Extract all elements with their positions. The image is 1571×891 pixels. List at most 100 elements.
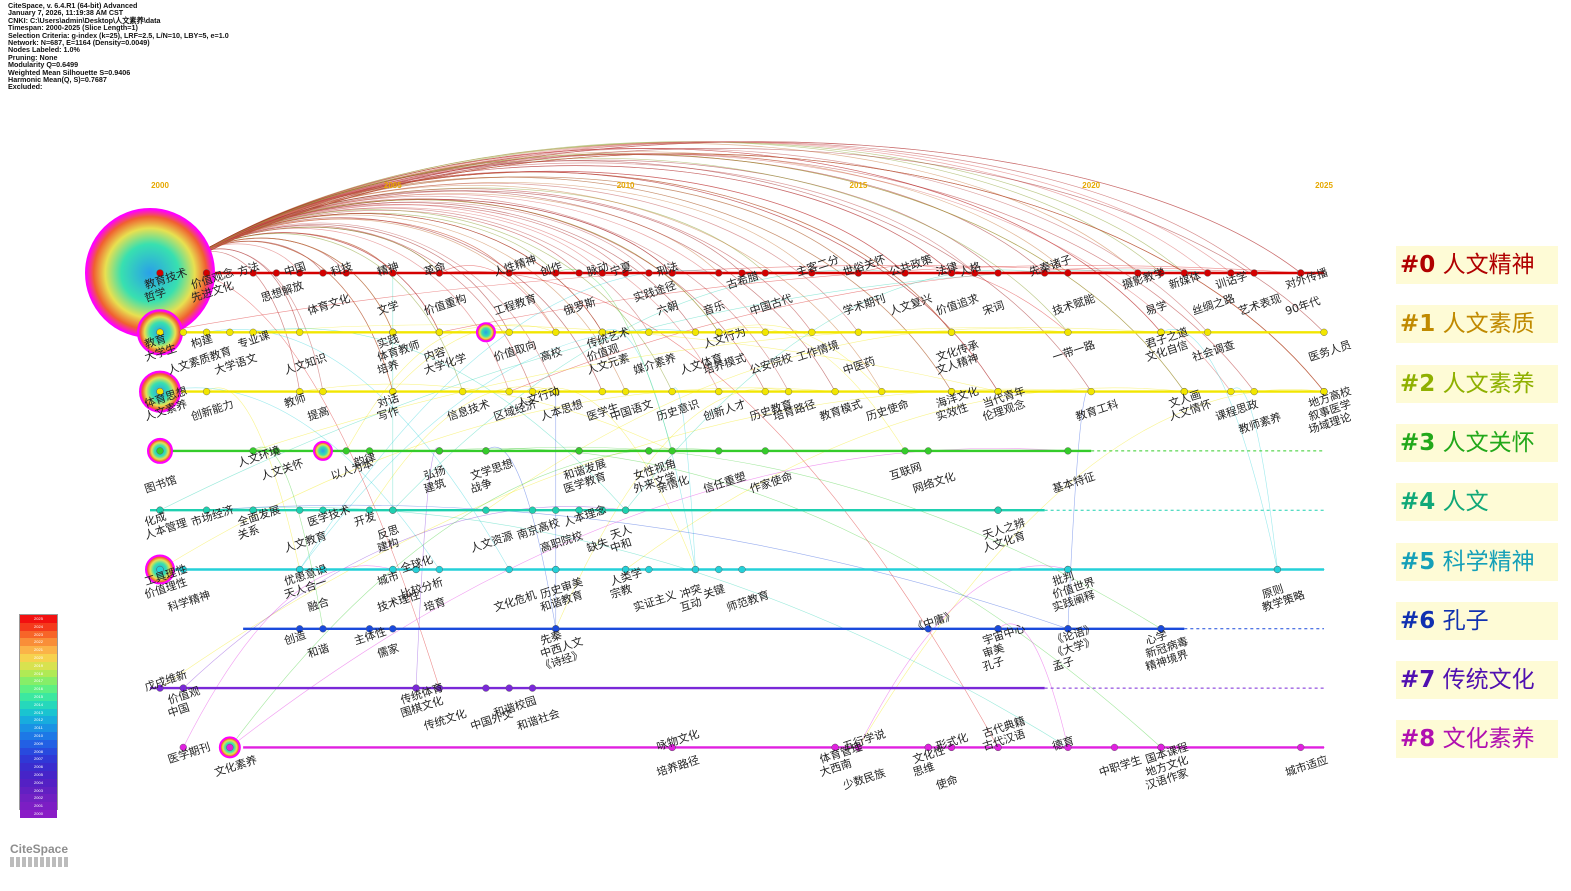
keyword-node[interactable] [202,328,211,336]
keyword-node[interactable] [1064,743,1072,752]
keyword-node[interactable] [482,684,490,692]
keyword-node[interactable] [668,447,676,455]
keyword-node[interactable] [947,328,956,336]
keyword-node[interactable] [645,565,653,574]
keyword-node[interactable] [1227,269,1235,277]
keyword-node[interactable] [505,328,513,336]
keyword-node[interactable] [1087,388,1095,396]
keyword-node[interactable] [435,447,443,455]
keyword-node[interactable] [1064,625,1072,633]
keyword-node[interactable] [947,743,956,752]
keyword-node[interactable] [552,565,560,574]
keyword-node[interactable] [296,328,304,336]
keyword-node[interactable] [365,447,374,455]
keyword-node[interactable] [528,684,537,692]
keyword-node[interactable] [808,328,816,336]
keyword-node[interactable] [319,269,327,277]
keyword-node[interactable] [947,269,956,277]
keyword-node[interactable] [505,565,513,574]
keyword-node[interactable] [645,447,653,455]
keyword-node[interactable] [389,388,397,396]
keyword-node[interactable] [505,388,513,396]
keyword-node[interactable] [994,388,1002,396]
keyword-node[interactable] [435,684,443,692]
keyword-node[interactable] [715,269,723,277]
keyword-node[interactable] [505,269,513,277]
keyword-node[interactable] [342,269,350,277]
keyword-node[interactable] [924,447,932,455]
keyword-node[interactable] [249,328,257,336]
keyword-node[interactable] [1250,269,1258,277]
keyword-node[interactable] [482,447,490,455]
keyword-node[interactable] [575,269,583,277]
keyword-node[interactable] [645,269,653,277]
keyword-node[interactable] [1064,447,1072,455]
keyword-node[interactable] [994,506,1002,514]
keyword-node[interactable] [202,388,211,396]
keyword-node[interactable] [1297,743,1305,752]
keyword-node[interactable] [1064,269,1072,277]
keyword-node[interactable] [528,506,537,514]
keyword-node[interactable] [715,447,723,455]
keyword-node[interactable] [1297,269,1305,277]
keyword-node[interactable] [1157,743,1165,752]
keyword-node[interactable] [668,743,676,752]
keyword-node[interactable] [319,625,327,633]
keyword-node[interactable] [482,506,490,514]
keyword-node[interactable] [156,269,164,277]
keyword-node[interactable] [1203,328,1212,336]
keyword-node[interactable] [1320,388,1328,396]
keyword-node[interactable] [738,269,746,277]
keyword-nodes[interactable] [85,208,1328,759]
keyword-node[interactable] [761,328,769,336]
keyword-node[interactable] [459,388,467,396]
keyword-node[interactable] [505,684,513,692]
keyword-node[interactable] [1273,565,1282,574]
keyword-node[interactable] [179,565,187,574]
keyword-node[interactable] [226,328,234,336]
keyword-node[interactable] [1110,743,1119,752]
keyword-node[interactable] [854,328,863,336]
keyword-node[interactable] [435,269,443,277]
keyword-node[interactable] [621,269,630,277]
keyword-node[interactable] [621,388,630,396]
keyword-node[interactable] [901,269,909,277]
keyword-node[interactable] [831,388,839,396]
keyword-node[interactable] [249,447,257,455]
keyword-node[interactable] [1041,269,1049,277]
keyword-node[interactable] [947,388,956,396]
keyword-node[interactable] [598,388,606,396]
keyword-node[interactable] [1250,388,1258,396]
keyword-node[interactable] [668,388,676,396]
keyword-node[interactable] [1227,388,1235,396]
keyword-node[interactable] [738,565,746,574]
keyword-node[interactable] [598,506,606,514]
keyword-node[interactable] [156,684,164,692]
keyword-node[interactable] [389,565,397,574]
keyword-node[interactable] [691,565,700,574]
keyword-node[interactable] [156,565,164,574]
keyword-node[interactable] [1064,328,1072,336]
keyword-node[interactable] [272,447,281,455]
keyword-node[interactable] [761,388,769,396]
keyword-node[interactable] [226,743,234,752]
keyword-node[interactable] [552,328,560,336]
keyword-node[interactable] [1157,269,1165,277]
hub-node[interactable] [475,322,496,343]
keyword-node[interactable] [249,506,257,514]
keyword-node[interactable] [552,506,560,514]
keyword-node[interactable] [528,388,537,396]
keyword-node[interactable] [994,625,1002,633]
keyword-node[interactable] [715,388,723,396]
keyword-node[interactable] [179,743,187,752]
keyword-node[interactable] [901,447,909,455]
keyword-node[interactable] [435,565,443,574]
keyword-node[interactable] [296,506,304,514]
keyword-node[interactable] [808,269,816,277]
keyword-node[interactable] [296,565,304,574]
hub-node[interactable] [312,440,333,461]
keyword-node[interactable] [645,328,653,336]
keyword-node[interactable] [715,565,723,574]
keyword-node[interactable] [389,328,397,336]
